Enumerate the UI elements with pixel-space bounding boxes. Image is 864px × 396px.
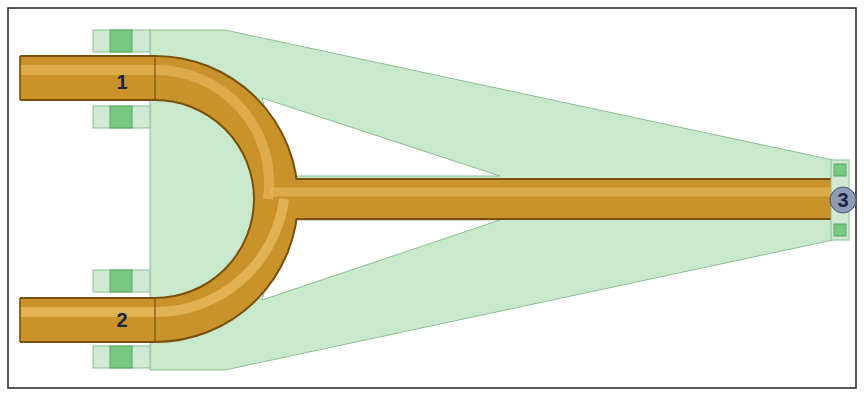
callout-number: 2 xyxy=(116,310,127,330)
frame xyxy=(8,8,856,388)
port-marker xyxy=(830,187,856,213)
pipe xyxy=(20,56,833,342)
mounting-plate xyxy=(150,30,833,370)
plate-cutout xyxy=(262,98,500,176)
plate-cutout xyxy=(262,220,500,300)
callout-number: 3 xyxy=(837,190,848,210)
callout-number: 1 xyxy=(116,72,127,92)
